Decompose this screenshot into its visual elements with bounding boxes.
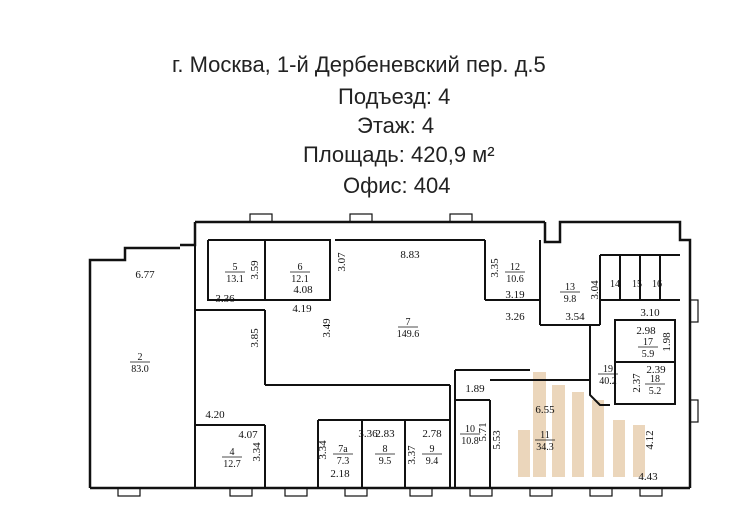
dimension-label: 5.71 <box>477 422 489 441</box>
dimension-label: 5.53 <box>491 430 503 450</box>
dimension-label: 3.49 <box>321 318 333 338</box>
room-area-8: 9.5 <box>379 456 392 467</box>
entrance-label: Подъезд: <box>338 84 432 109</box>
dimension-label: 8.83 <box>400 249 420 261</box>
dimension-label: 3.36 <box>215 293 235 305</box>
room-number-8: 8 <box>383 444 388 455</box>
dimension-label: 3.26 <box>505 311 525 323</box>
dimension-label: 3.36 <box>358 428 378 440</box>
room-number-7а: 7а <box>338 444 348 455</box>
office-line: Офис: 404 <box>343 173 450 199</box>
room-number-9: 9 <box>430 444 435 455</box>
entrance-line: Подъезд: 4 <box>338 84 450 110</box>
room-number-6: 6 <box>298 262 303 273</box>
dimension-label: 6.55 <box>535 404 555 416</box>
room-number-15: 15 <box>632 279 642 290</box>
dimension-label: 3.35 <box>489 258 501 278</box>
dimension-label: 4.43 <box>638 471 658 483</box>
dimension-label: 3.37 <box>406 445 418 465</box>
floor-line: Этаж: 4 <box>357 113 434 139</box>
room-number-18: 18 <box>650 374 660 385</box>
room-area-17: 5.9 <box>642 349 655 360</box>
floor-label: Этаж: <box>357 113 416 138</box>
room-number-5: 5 <box>233 262 238 273</box>
room-number-19: 19 <box>603 364 613 375</box>
area-value: 420,9 м² <box>411 142 495 167</box>
room-area-18: 5.2 <box>649 386 662 397</box>
room-area-11: 34.3 <box>536 442 554 453</box>
windows <box>117 213 699 497</box>
area-label: Площадь: <box>303 142 405 167</box>
room-number-7: 7 <box>406 317 411 328</box>
room-number-2: 2 <box>138 352 143 363</box>
room-area-13: 9.8 <box>564 294 577 305</box>
room-number-14: 14 <box>610 279 620 290</box>
dimension-label: 3.34 <box>251 442 263 462</box>
address-line: г. Москва, 1-й Дербеневский пер. д.5 <box>172 52 546 77</box>
interior-walls <box>194 239 680 488</box>
room-area-12: 10.6 <box>506 274 524 285</box>
room-area-19: 40.2 <box>599 376 617 387</box>
dimension-label: 1.98 <box>661 332 673 352</box>
floor-value: 4 <box>421 113 435 138</box>
dimension-label: 2.98 <box>636 325 656 337</box>
room-number-13: 13 <box>565 282 575 293</box>
room-area-9: 9.4 <box>426 456 439 467</box>
room-number-16: 16 <box>652 279 662 290</box>
room-area-5: 13.1 <box>226 274 244 285</box>
room-area-7а: 7.3 <box>337 456 350 467</box>
dimension-label: 2.78 <box>422 428 442 440</box>
entrance-value: 4 <box>438 84 451 109</box>
dimension-label: 3.19 <box>505 289 525 301</box>
area-line: Площадь: 420,9 м² <box>303 142 495 168</box>
room-area-4: 12.7 <box>223 459 241 470</box>
dimension-label: 3.10 <box>640 307 660 319</box>
dimension-label: 3.85 <box>249 328 261 348</box>
room-area-2: 83.0 <box>131 364 149 375</box>
dimension-label: 2.83 <box>375 428 395 440</box>
room-area-6: 12.1 <box>291 274 309 285</box>
dimension-label: 6.77 <box>135 269 155 281</box>
room-area-7: 149.6 <box>397 329 420 340</box>
dimension-label: 3.34 <box>317 440 329 460</box>
dimension-label: 1.89 <box>465 383 485 395</box>
dimension-label: 2.37 <box>631 373 643 393</box>
dimension-label: 3.04 <box>589 280 601 300</box>
dimension-label: 3.07 <box>336 252 348 272</box>
room-area-10: 10.8 <box>461 436 479 447</box>
dimension-label: 3.59 <box>249 260 261 280</box>
office-label: Офис: <box>343 173 408 198</box>
dimension-label: 4.12 <box>644 430 656 449</box>
dimension-label: 2.18 <box>330 468 350 480</box>
office-highlight <box>518 372 645 477</box>
dimension-label: 3.54 <box>565 311 585 323</box>
dimension-label: 4.20 <box>205 409 225 421</box>
room-number-11: 11 <box>540 430 550 441</box>
room-number-12: 12 <box>510 262 520 273</box>
dimension-label: 4.07 <box>238 429 258 441</box>
dimension-label: 2.39 <box>646 364 666 376</box>
room-number-17: 17 <box>643 337 653 348</box>
office-value: 404 <box>413 173 451 198</box>
room-number-4: 4 <box>230 447 235 458</box>
dimension-label: 4.19 <box>292 303 312 315</box>
room-number-10: 10 <box>465 424 475 435</box>
dimension-label: 4.08 <box>293 284 313 296</box>
